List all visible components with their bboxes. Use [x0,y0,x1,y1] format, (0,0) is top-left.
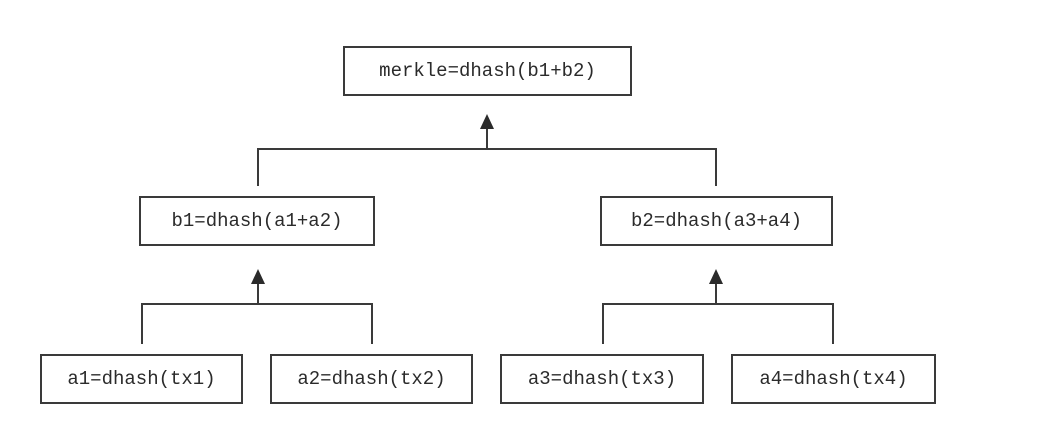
connector-root [257,129,717,186]
hash-node-b2: b2=dhash(a3+a4) [600,196,833,246]
leaf-node-a2: a2=dhash(tx2) [270,354,473,404]
merkle-root-node: merkle=dhash(b1+b2) [343,46,632,96]
connector-b1 [141,284,373,344]
leaf-node-a1: a1=dhash(tx1) [40,354,243,404]
arrow-up-icon [480,114,494,129]
connector-b2 [602,284,834,344]
arrow-up-icon [709,269,723,284]
leaf-node-a3: a3=dhash(tx3) [500,354,704,404]
arrow-up-icon [251,269,265,284]
hash-node-b1: b1=dhash(a1+a2) [139,196,375,246]
leaf-node-a4: a4=dhash(tx4) [731,354,936,404]
